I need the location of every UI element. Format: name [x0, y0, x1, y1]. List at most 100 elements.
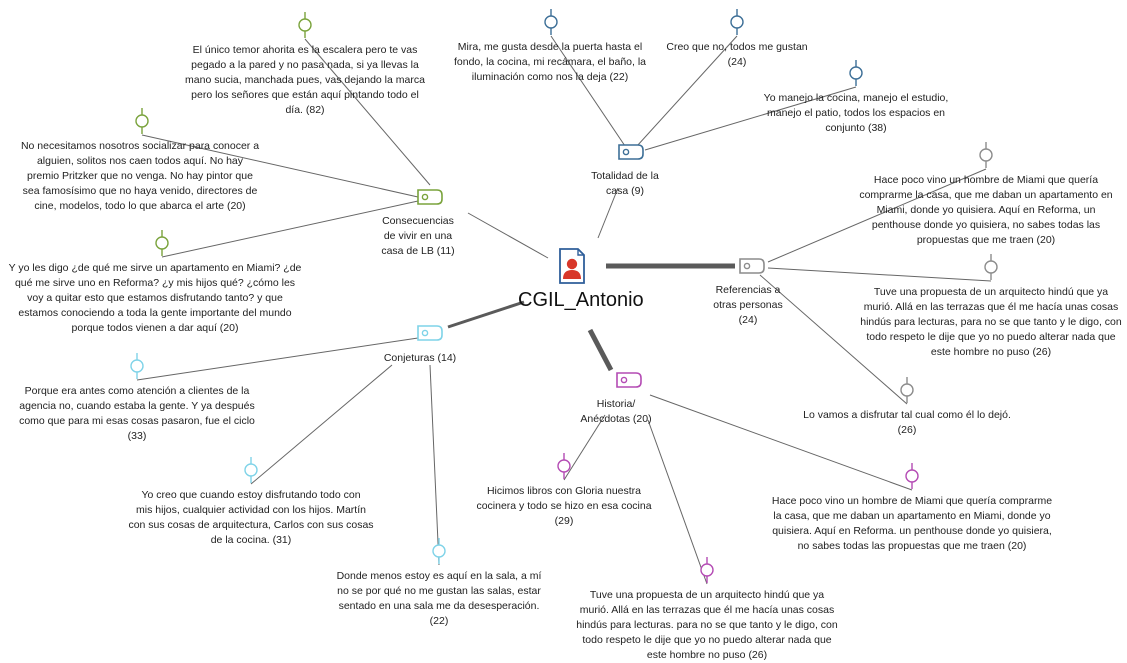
- root-document-label: CGIL_Antonio: [518, 289, 644, 311]
- quote-text-q-hombre-gray[interactable]: Hace poco vino un hombre de Miami que qu…: [836, 173, 1127, 248]
- quote-line: pegado a la pared y no pasa nada, si ya …: [191, 59, 419, 71]
- quote-line: murió. Allá en las terrazas que él me ha…: [579, 604, 835, 616]
- link-q-atencion: [136, 337, 419, 381]
- heavy-link-historia: [587, 328, 614, 372]
- quote-line: No necesitamos nosotros socializar para …: [20, 140, 260, 152]
- quote-line: Tuve una propuesta de un arquitecto hind…: [873, 286, 1109, 298]
- links: [136, 35, 992, 585]
- code-label-line: de vivir en una: [383, 230, 453, 242]
- quote-line: El único temor ahorita es la escalera pe…: [192, 44, 418, 56]
- quote-line: qué me sirve uno en Reforma? ¿y mis hijo…: [14, 277, 296, 289]
- quote-line: de la cocina. (31): [210, 534, 292, 546]
- quote-line: fondo, la cocina, mi recámara, el baño, …: [453, 56, 647, 68]
- quote-line: penthouse donde yo quisiera, no sabes to…: [871, 219, 1101, 231]
- quote-text-q-hombre-purple[interactable]: Hace poco vino un hombre de Miami que qu…: [747, 494, 1077, 554]
- link-q-libros: [563, 414, 606, 481]
- quote-line: Mira, me gusta desde la puerta hasta el: [457, 41, 643, 53]
- quote-text-q-atencion[interactable]: Porque era antes como atención a cliente…: [0, 384, 277, 444]
- code-tag-icon-totalidad[interactable]: [618, 144, 644, 160]
- quote-pin-icon[interactable]: [130, 353, 144, 379]
- quote-line: hindús para lecturas. para no se que tan…: [576, 619, 838, 631]
- quote-line: Hace poco vino un hombre de Miami que qu…: [873, 174, 1099, 186]
- quote-line: murió. Allá en las terrazas que él me ha…: [863, 301, 1119, 313]
- quote-line: Creo que no, todos me gustan: [666, 41, 808, 53]
- quote-pin-icon[interactable]: [730, 9, 744, 35]
- document-icon: [559, 248, 585, 284]
- quote-text-q-sala[interactable]: Donde menos estoy es aquí en la sala, a …: [314, 569, 564, 629]
- quote-line: conjunto (38): [825, 122, 887, 134]
- quote-pin-icon[interactable]: [979, 142, 993, 168]
- quote-line: como que para mi esas cosas pasaron, fue…: [19, 415, 255, 427]
- quote-line: (26): [897, 424, 917, 436]
- quote-text-q-hijos[interactable]: Yo creo que cuando estoy disfrutando tod…: [111, 488, 391, 548]
- quote-line: todo respeto le dije que yo no puedo alt…: [866, 331, 1116, 343]
- quote-pin-icon[interactable]: [544, 9, 558, 35]
- link-q-escalera: [304, 38, 431, 186]
- quote-text-q-escalera[interactable]: El único temor ahorita es la escalera pe…: [145, 43, 465, 118]
- quote-text-q-propuesta-gray[interactable]: Tuve una propuesta de un arquitecto hind…: [831, 285, 1127, 360]
- quote-text-q-puerta[interactable]: Mira, me gusta desde la puerta hasta el f…: [425, 40, 675, 85]
- quote-text-q-propuesta-purple[interactable]: Tuve una propuesta de un arquitecto hind…: [547, 588, 867, 663]
- quote-line: día. (82): [285, 104, 325, 116]
- code-label-line: Historia/: [596, 398, 636, 410]
- code-label-conjeturas[interactable]: Conjeturas (14): [365, 351, 475, 366]
- link-root-consecuencias: [467, 212, 549, 259]
- pins: [130, 9, 998, 583]
- quote-line: sea famosísimo que no haya venido, direc…: [22, 185, 258, 197]
- quote-text-q-disfrutar[interactable]: Lo vamos a disfrutar tal cual como él lo…: [777, 408, 1037, 438]
- quote-pin-icon[interactable]: [905, 463, 919, 489]
- quote-pin-icon[interactable]: [557, 453, 571, 479]
- code-label-line: Anécdotas (20): [580, 413, 652, 425]
- quote-pin-icon[interactable]: [432, 538, 446, 564]
- quote-line: Miami, donde yo quisiera. Aquí en Reform…: [876, 204, 1096, 216]
- quote-pin-icon[interactable]: [135, 108, 149, 134]
- quote-pin-icon[interactable]: [984, 254, 998, 280]
- quote-line: todo respeto le dije que yo no puedo alt…: [582, 634, 832, 646]
- quote-line: hindús para lecturas, para no se que tan…: [860, 316, 1122, 328]
- quote-line: mis hijos, cualquier actividad con los h…: [136, 504, 366, 516]
- code-label-historia[interactable]: Historia/Anécdotas (20): [561, 397, 671, 427]
- quote-line: (33): [127, 430, 147, 442]
- quote-line: (29): [554, 515, 574, 527]
- quote-line: manejo el patio, todos los espacios en: [766, 107, 946, 119]
- code-tag-icon-historia[interactable]: [616, 372, 642, 388]
- code-tag-icon-referencias[interactable]: [739, 258, 765, 274]
- quote-line: voy a quitar esto que estamos disfrutand…: [27, 292, 283, 304]
- quote-line: no sabes todas las propuestas que me tra…: [797, 540, 1027, 552]
- quote-text-q-miami-green[interactable]: Y yo les digo ¿de qué me sirve un aparta…: [0, 261, 325, 336]
- quote-pin-icon[interactable]: [244, 457, 258, 483]
- link-q-hombre-purple: [649, 394, 913, 491]
- quote-text-q-creo[interactable]: Creo que no, todos me gustan (24): [637, 40, 837, 70]
- quote-pin-icon[interactable]: [849, 60, 863, 86]
- quote-text-q-manejo[interactable]: Yo manejo la cocina, manejo el estudio,m…: [731, 91, 981, 136]
- code-label-line: Referencias a: [715, 284, 781, 296]
- code-label-line: (24): [738, 314, 758, 326]
- quote-line: Porque era antes como atención a cliente…: [24, 385, 250, 397]
- quote-line: (24): [727, 56, 747, 68]
- quote-line: Y yo les digo ¿de qué me sirve un aparta…: [8, 262, 302, 274]
- code-tag-icon-consecuencias[interactable]: [417, 189, 443, 205]
- quote-line: Yo creo que cuando estoy disfrutando tod…: [141, 489, 361, 501]
- code-label-referencias[interactable]: Referencias a otras personas (24): [693, 283, 803, 328]
- link-q-miami-green: [161, 200, 419, 258]
- code-tag-icon-conjeturas[interactable]: [417, 325, 443, 341]
- quote-pin-icon[interactable]: [298, 12, 312, 38]
- link-root-totalidad: [597, 187, 619, 239]
- quote-line: cocinera y todo se hizo en esa cocina: [476, 500, 652, 512]
- code-label-line: Totalidad de la: [591, 170, 659, 182]
- link-q-propuesta-purple: [647, 419, 708, 585]
- quote-pin-icon[interactable]: [900, 377, 914, 403]
- link-q-hijos: [250, 364, 393, 485]
- link-q-disfrutar: [759, 274, 908, 405]
- quote-line: estamos conociendo a toda la gente impor…: [18, 307, 292, 319]
- quote-text-q-socializar[interactable]: No necesitamos nosotros socializar para …: [0, 139, 290, 214]
- quote-pin-icon[interactable]: [700, 557, 714, 583]
- quote-pin-icon[interactable]: [155, 230, 169, 256]
- link-q-socializar: [141, 134, 419, 198]
- code-label-line: otras personas: [713, 299, 783, 311]
- quote-line: no se por qué no me gustan las salas, es…: [337, 585, 541, 597]
